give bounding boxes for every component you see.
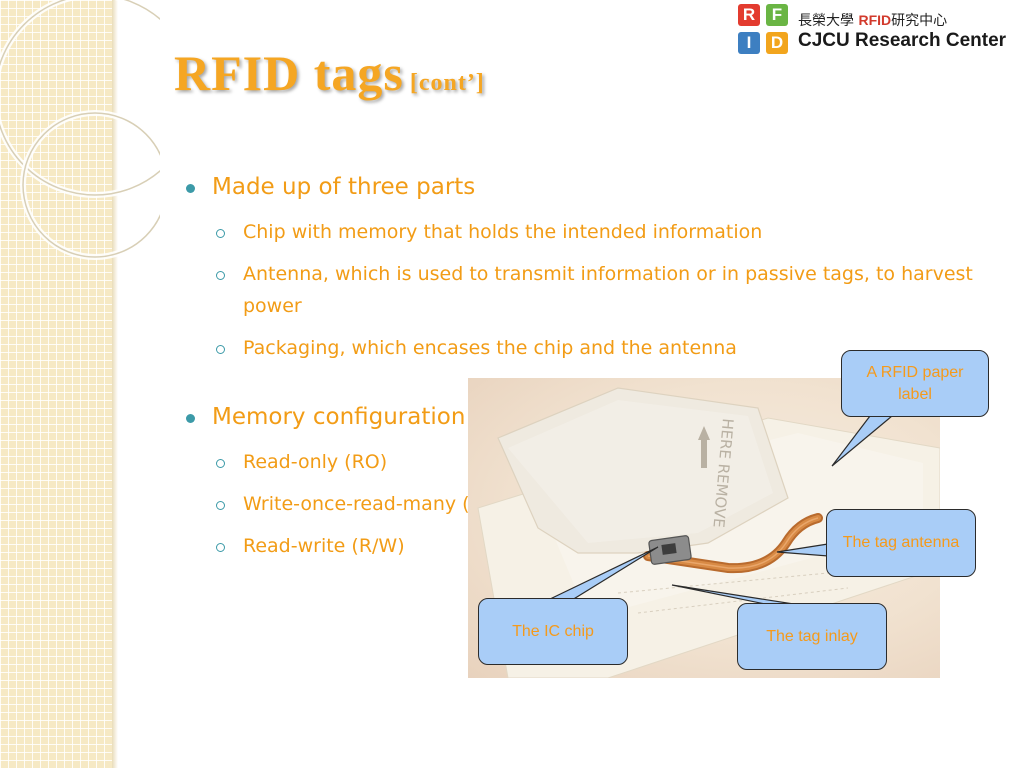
sub-bullet-text: Write-once-read-many (WORM) [243,493,541,515]
bullet-list: Made up of three parts Chip with memory … [184,172,1004,562]
logo-english-name: CJCU Research Center [798,30,1007,51]
sub-bullet-text: Read-only (RO) [243,451,388,473]
callout-paper-label: A RFID paper label [841,350,989,417]
sub-bullet-item: Antenna, which is used to transmit infor… [184,258,1004,322]
bullet-item: Made up of three parts [184,172,1004,202]
callout-tag-antenna: The tag antenna [826,509,976,577]
sub-bullet-ring-icon [216,501,225,510]
bullet-group-parts: Made up of three parts Chip with memory … [184,172,1004,364]
sub-bullet-ring-icon [216,459,225,468]
logo-letter-d: D [766,32,788,54]
side-strip-edge [112,0,118,768]
sub-bullet-ring-icon [216,229,225,238]
slide-title-sub: [cont’] [409,70,485,96]
sub-bullet-text: Packaging, which encases the chip and th… [243,337,737,359]
slide-title: RFID tags[cont’] [174,44,485,102]
sub-bullet-item: Packaging, which encases the chip and th… [184,332,1004,364]
bullet-text: Made up of three parts [212,174,476,200]
bullet-group-memory: Memory configuration Read-only (RO) Writ… [184,402,1004,562]
sub-bullet-ring-icon [216,543,225,552]
sub-bullet-item: Chip with memory that holds the intended… [184,216,1004,248]
bullet-item: Memory configuration [184,402,1004,432]
logo-letter-f: F [766,4,788,26]
logo-letter-r: R [738,4,760,26]
cjcu-logo: R F I D 長榮大學 RFID研究中心 CJCU Research Cent… [736,2,1024,56]
bullet-dot-icon [186,184,195,193]
decorative-side-strip [0,0,112,768]
sub-bullet-text: Chip with memory that holds the intended… [243,221,763,243]
sub-bullet-ring-icon [216,271,225,280]
bullet-dot-icon [186,414,195,423]
decorative-rings [0,0,160,260]
callout-ic-chip: The IC chip [478,598,628,665]
sub-bullet-item: Read-write (R/W) [184,530,1004,562]
slide-title-main: RFID tags [174,45,404,101]
bullet-text: Memory configuration [212,404,466,430]
logo-chinese-name: 長榮大學 RFID研究中心 [798,12,948,29]
callout-tag-inlay: The tag inlay [737,603,887,670]
logo-letter-i: I [738,32,760,54]
sub-bullet-text: Read-write (R/W) [243,535,405,557]
sub-bullet-ring-icon [216,345,225,354]
sub-bullet-item: Write-once-read-many (WORM) [184,488,1004,520]
sub-bullet-text: Antenna, which is used to transmit infor… [243,263,973,317]
sub-bullet-item: Read-only (RO) [184,446,1004,478]
